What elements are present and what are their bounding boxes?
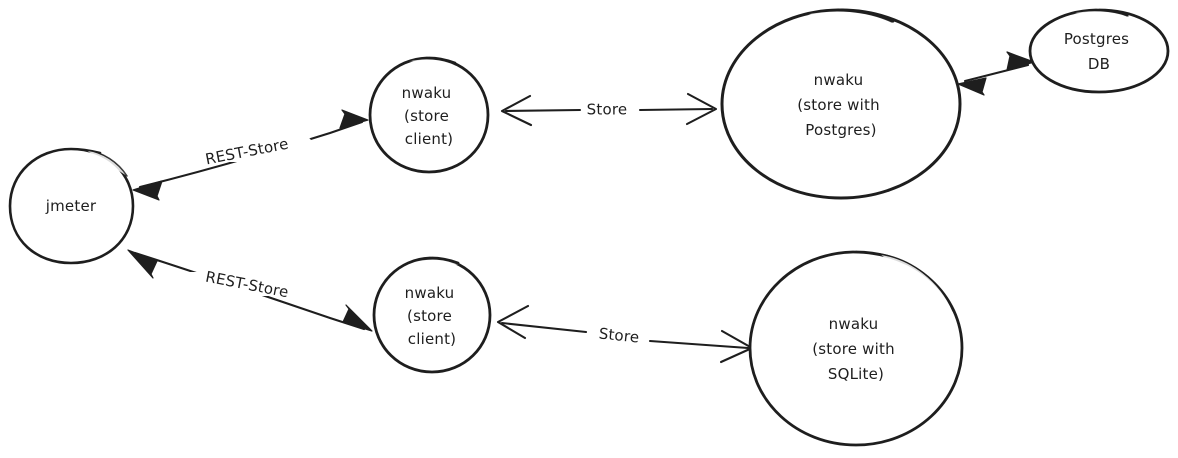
node-label-line: (store bbox=[404, 107, 449, 125]
node-label-nwaku-sqlite: nwaku (store with SQLite) bbox=[812, 315, 900, 383]
node-label-line: nwaku bbox=[829, 315, 879, 333]
edge-label-store-top: Store bbox=[587, 101, 628, 119]
node-jmeter[interactable]: jmeter bbox=[8, 147, 135, 265]
arrowhead-end-icon bbox=[342, 304, 373, 332]
arrowhead-start-icon bbox=[496, 304, 530, 340]
node-outline-sketch-overlay bbox=[879, 253, 954, 312]
node-outline-sketch-overlay bbox=[805, 10, 893, 23]
node-label-line: jmeter bbox=[45, 197, 97, 215]
edge-line bbox=[504, 107, 714, 113]
edge-label-store-bottom: Store bbox=[598, 324, 640, 346]
edge-line bbox=[963, 63, 1030, 83]
node-nwaku-postgres[interactable]: nwaku (store with Postgres) bbox=[720, 8, 962, 200]
node-store-client-top[interactable]: nwaku (store client) bbox=[368, 56, 490, 174]
node-label-nwaku-postgres: nwaku (store with Postgres) bbox=[797, 71, 885, 139]
edge-line bbox=[500, 321, 750, 350]
node-outline bbox=[748, 250, 964, 447]
node-outline-sketch-overlay bbox=[85, 149, 128, 177]
node-label-line: nwaku bbox=[814, 71, 864, 89]
node-nwaku-sqlite[interactable]: nwaku (store with SQLite) bbox=[748, 250, 964, 447]
edge-label-backdrop bbox=[185, 272, 311, 296]
node-postgres-db[interactable]: Postgres DB bbox=[1028, 8, 1170, 94]
node-label-jmeter: jmeter bbox=[45, 197, 97, 215]
node-label-postgres-db: Postgres DB bbox=[1064, 30, 1134, 73]
node-label-line: nwaku bbox=[402, 84, 452, 102]
node-label-line: SQLite) bbox=[828, 365, 884, 383]
edge-rest-store-bottom[interactable]: REST-Store bbox=[127, 249, 373, 332]
node-label-store-client-bottom: nwaku (store client) bbox=[405, 284, 460, 348]
node-store-client-bottom[interactable]: nwaku (store client) bbox=[372, 256, 492, 374]
node-label-line: client) bbox=[408, 330, 456, 348]
node-label-store-client-top: nwaku (store client) bbox=[402, 84, 457, 148]
arrowhead-start-icon bbox=[132, 180, 163, 201]
edge-postgres-link[interactable] bbox=[957, 51, 1035, 96]
node-outline bbox=[1028, 8, 1170, 94]
arrowhead-end-icon bbox=[339, 109, 369, 129]
node-outline bbox=[372, 256, 492, 374]
node-outline bbox=[8, 147, 135, 265]
node-outline-sketch-overlay bbox=[407, 57, 457, 66]
arrowhead-start-icon bbox=[500, 94, 533, 127]
arrowhead-start-icon bbox=[127, 249, 158, 279]
node-label-line: client) bbox=[405, 130, 453, 148]
node-outline-sketch-overlay bbox=[1071, 9, 1129, 17]
node-label-line: (store with bbox=[812, 340, 895, 358]
arrowhead-end-icon bbox=[685, 92, 718, 126]
edge-rest-store-top[interactable]: REST-Store bbox=[132, 109, 369, 201]
edge-store-bottom[interactable]: Store bbox=[496, 304, 754, 364]
node-outline-sketch-overlay bbox=[411, 258, 461, 266]
arrowhead-start-icon bbox=[957, 77, 987, 96]
node-label-line: Postgres) bbox=[805, 121, 876, 139]
node-label-line: Postgres bbox=[1064, 30, 1129, 48]
arrowhead-end-icon bbox=[1006, 51, 1035, 71]
edge-label-backdrop bbox=[185, 138, 311, 162]
edge-store-top[interactable]: Store bbox=[500, 92, 718, 127]
node-label-line: (store with bbox=[797, 96, 880, 114]
node-label-line: DB bbox=[1088, 55, 1110, 73]
node-label-line: (store bbox=[407, 307, 452, 325]
node-label-line: nwaku bbox=[405, 284, 455, 302]
